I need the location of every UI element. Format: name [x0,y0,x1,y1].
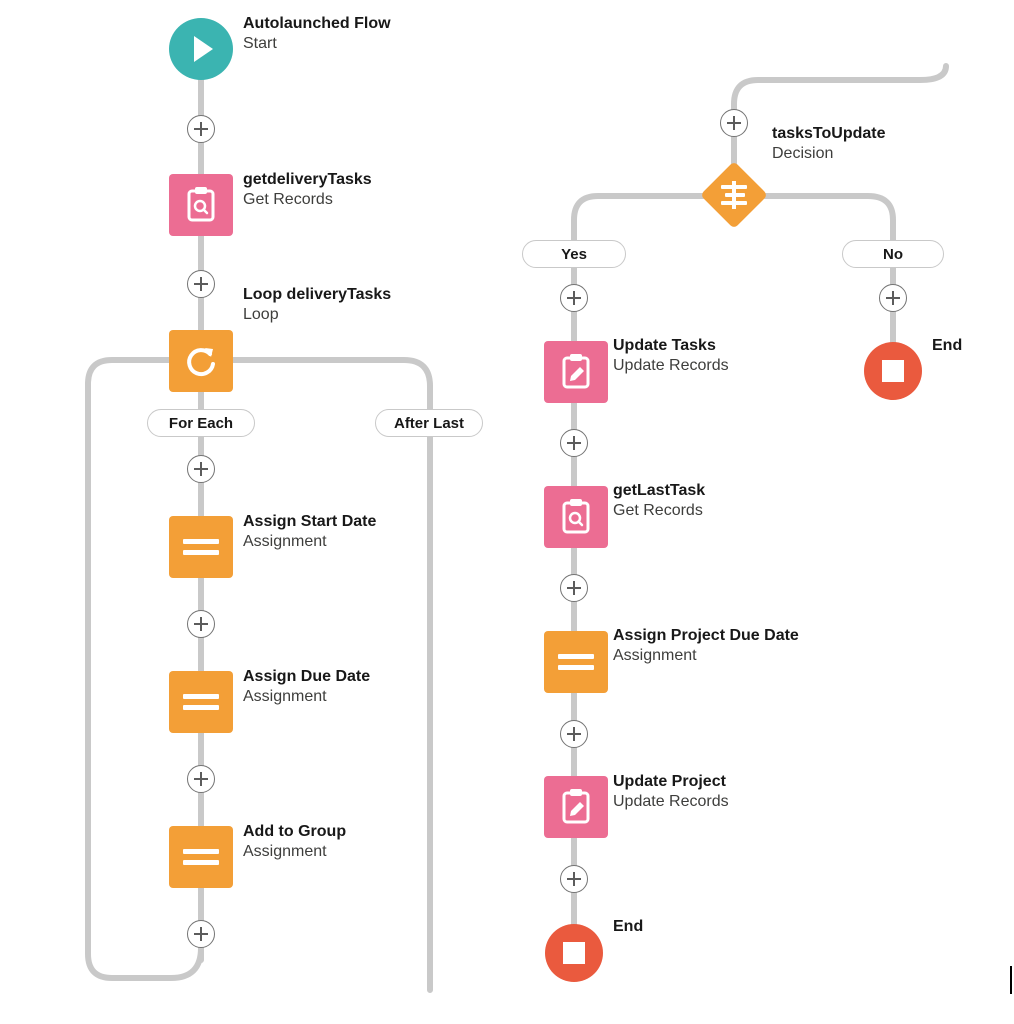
get-last-task-label: getLastTask Get Records [613,481,705,521]
node-subtitle: Assignment [613,647,697,664]
node-title: getLastTask [613,482,706,499]
no-end-node[interactable] [864,342,922,400]
start-node[interactable] [169,18,233,80]
node-subtitle: Loop [243,306,279,323]
loop-icon [187,348,215,377]
yes-path-label: Yes [522,240,626,268]
node-subtitle: Get Records [243,191,333,208]
decision-icon [702,163,766,227]
for-each-path-label: For Each [147,409,255,437]
update-records-icon [562,789,590,824]
decision-node-label: tasksToUpdate Decision [772,124,886,164]
node-title: Add to Group [243,823,347,840]
assignment-icon [183,849,219,865]
add-to-group-label: Add to Group Assignment [243,822,346,862]
loop-node-label: Loop deliveryTasks Loop [243,285,391,325]
get-delivery-tasks-node[interactable] [169,174,233,236]
stop-icon [882,360,904,382]
after-last-path-label: After Last [375,409,483,437]
assign-start-date-node[interactable] [169,516,233,578]
node-title: Update Tasks [613,337,716,354]
node-subtitle: Update Records [613,793,729,810]
add-element-button[interactable] [187,270,215,298]
add-element-button[interactable] [560,865,588,893]
node-title: Update Project [613,773,726,790]
add-element-button[interactable] [560,574,588,602]
node-subtitle: Start [243,35,277,52]
add-element-button[interactable] [187,765,215,793]
add-element-button[interactable] [560,429,588,457]
add-element-button[interactable] [560,720,588,748]
update-tasks-node[interactable] [544,341,608,403]
node-title: Assign Start Date [243,513,377,530]
node-title: Loop deliveryTasks [243,286,392,303]
add-element-button[interactable] [187,920,215,948]
play-icon [194,36,213,62]
assign-project-due-date-node[interactable] [544,631,608,693]
node-title: End [932,337,963,354]
loop-node[interactable] [169,330,233,392]
node-subtitle: Assignment [243,843,327,860]
update-project-node[interactable] [544,776,608,838]
node-title: tasksToUpdate [772,125,886,142]
update-tasks-label: Update Tasks Update Records [613,336,729,376]
node-subtitle: Assignment [243,533,327,550]
add-element-button[interactable] [187,610,215,638]
start-node-label: Autolaunched Flow Start [243,14,391,54]
yes-end-label: End [613,917,643,937]
node-subtitle: Update Records [613,357,729,374]
node-subtitle: Decision [772,145,834,162]
add-element-button[interactable] [720,109,748,137]
node-title: Assign Due Date [243,668,371,685]
node-subtitle: Assignment [243,688,327,705]
add-to-group-node[interactable] [169,826,233,888]
assign-project-due-date-label: Assign Project Due Date Assignment [613,626,799,666]
add-element-button[interactable] [879,284,907,312]
add-element-button[interactable] [187,455,215,483]
update-records-icon [562,354,590,389]
get-records-icon [562,499,590,534]
add-element-button[interactable] [187,115,215,143]
decision-node[interactable] [694,155,774,235]
get-delivery-tasks-label: getdeliveryTasks Get Records [243,170,372,210]
text-cursor [1010,966,1012,994]
add-element-button[interactable] [560,284,588,312]
get-records-icon [187,187,215,222]
no-end-label: End [932,336,962,356]
node-subtitle: Get Records [613,502,703,519]
assignment-icon [183,694,219,710]
get-last-task-node[interactable] [544,486,608,548]
assign-due-date-label: Assign Due Date Assignment [243,667,370,707]
node-title: End [613,918,644,935]
assignment-icon [558,654,594,670]
stop-icon [563,942,585,964]
node-title: Assign Project Due Date [613,627,799,644]
yes-end-node[interactable] [545,924,603,982]
assign-due-date-node[interactable] [169,671,233,733]
update-project-label: Update Project Update Records [613,772,729,812]
no-path-label: No [842,240,944,268]
node-title: getdeliveryTasks [243,171,372,188]
assignment-icon [183,539,219,555]
assign-start-date-label: Assign Start Date Assignment [243,512,376,552]
node-title: Autolaunched Flow [243,15,391,32]
